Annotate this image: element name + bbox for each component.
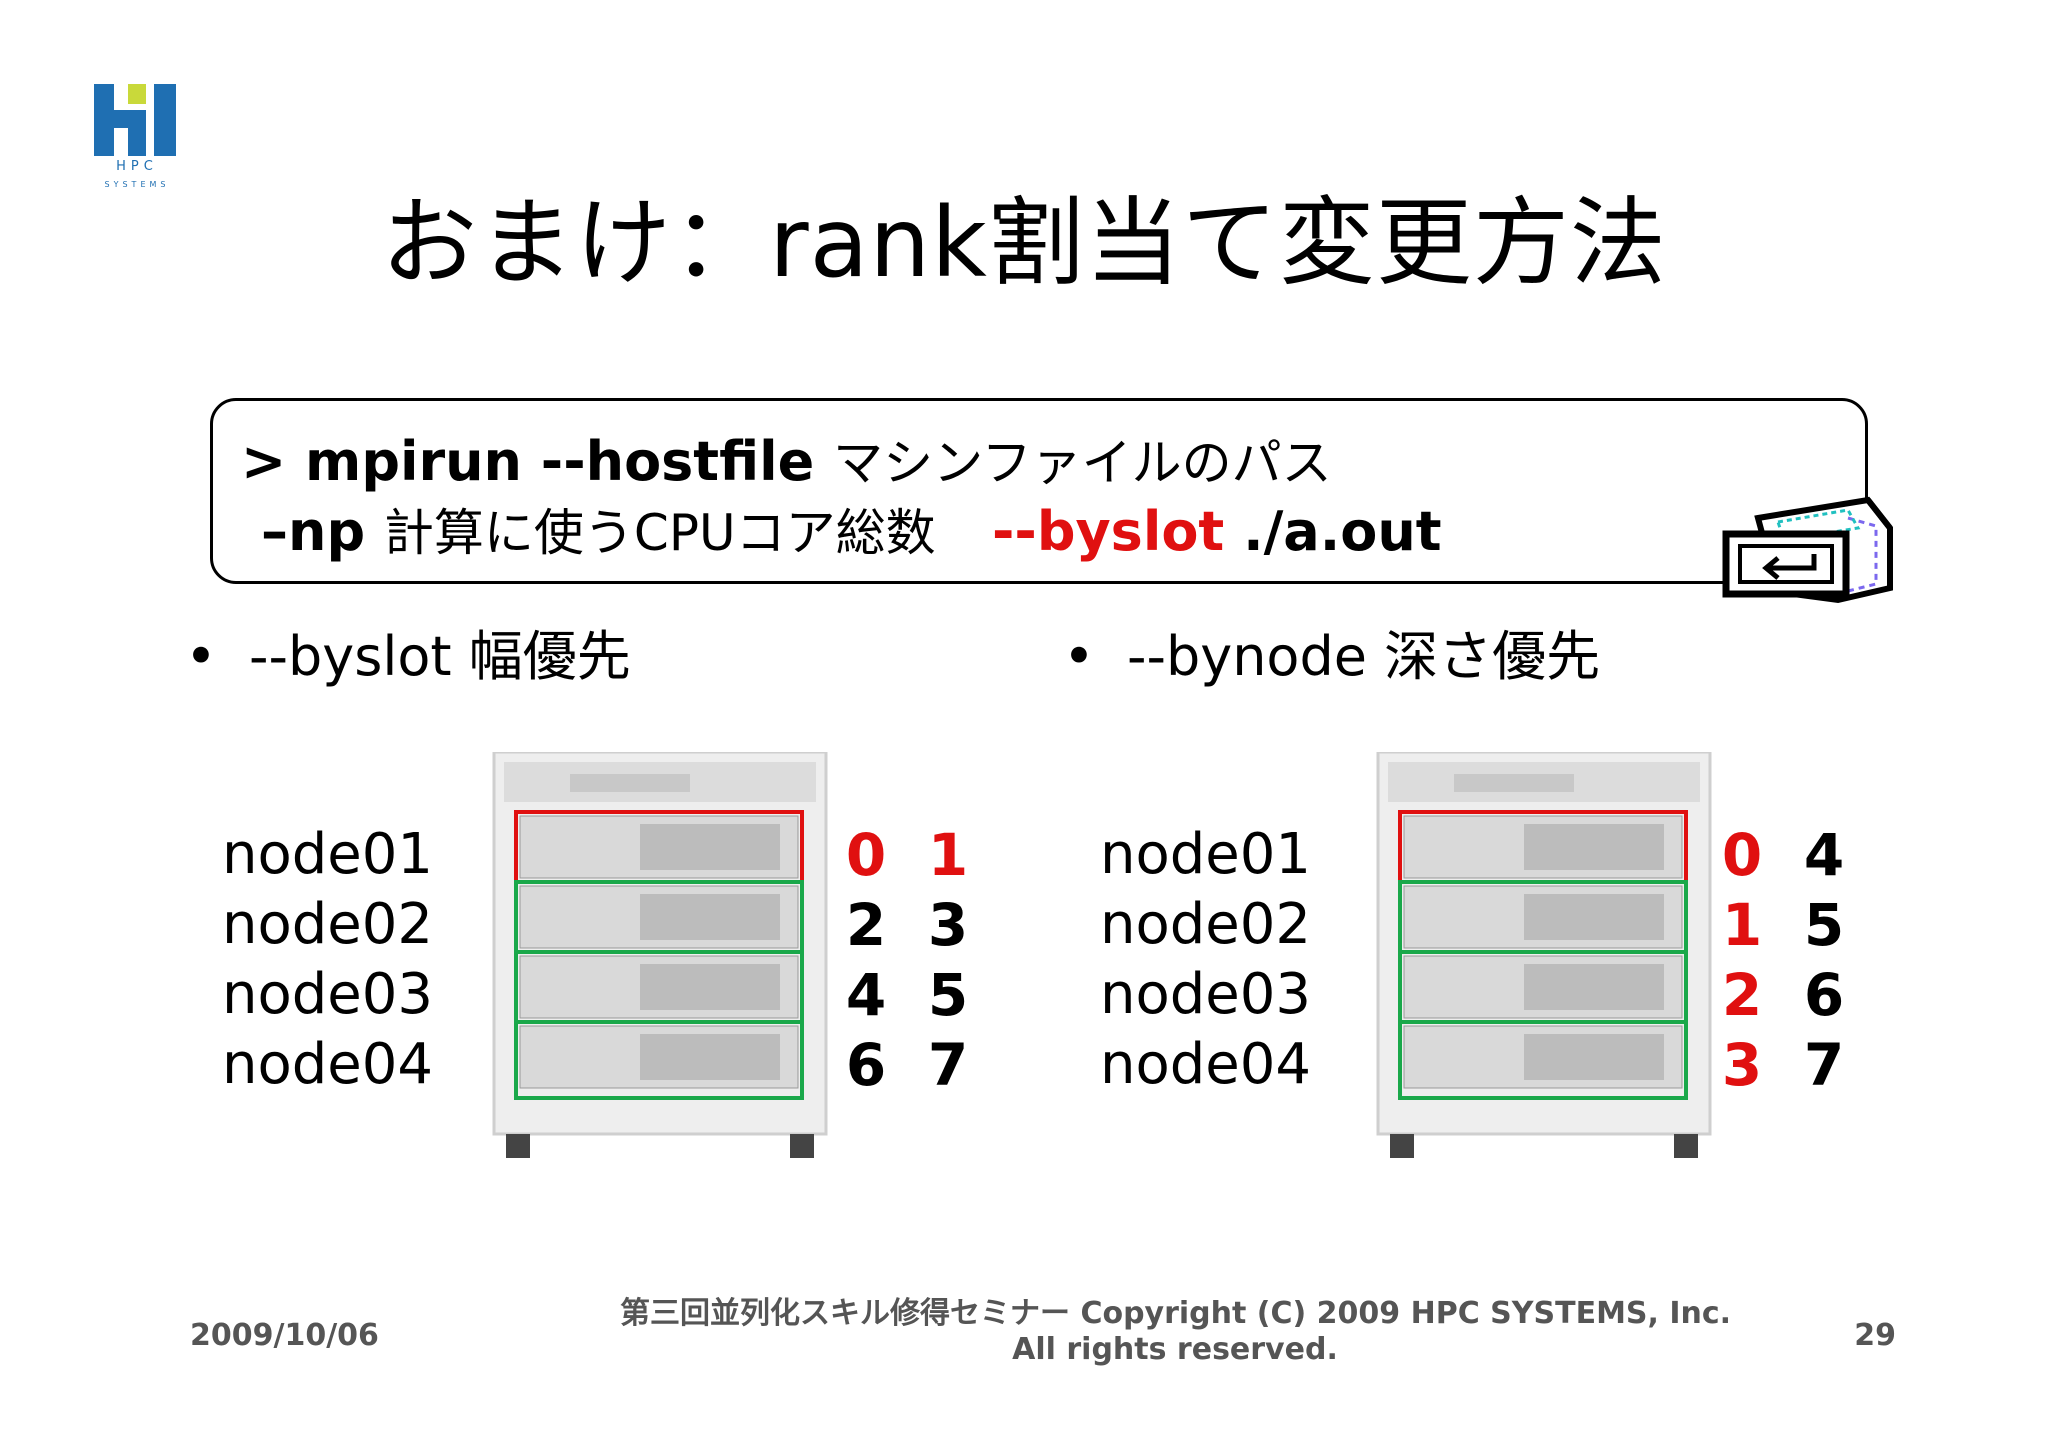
rank-number: 4 <box>1803 821 1845 889</box>
command-line-2: –np 計算に使うCPUコア総数 --byslot ./a.out <box>261 493 1442 565</box>
server-rack-image-bynode <box>1376 752 1712 1158</box>
command-byslot-flag: --byslot <box>992 500 1225 563</box>
command-np-option: –np <box>261 500 366 563</box>
page-number: 29 <box>1854 1318 1896 1353</box>
logo-subtext: SYSTEMS <box>104 180 170 189</box>
command-line-1: > mpirun --hostfile マシンファイルのパス <box>241 423 1332 495</box>
command-mpirun: > mpirun --hostfile <box>241 430 815 493</box>
byslot-node-labels: node01 node02 node03 node04 <box>222 820 433 1100</box>
page-title: おまけ：rank割当て変更方法 <box>381 187 1667 299</box>
rank-number: 5 <box>927 961 969 1029</box>
rank-number: 5 <box>1803 891 1845 959</box>
footer-copyright-line1: 第三回並列化スキル修得セミナー Copyright (C) 2009 HPC S… <box>620 1296 1732 1331</box>
node-label: node04 <box>222 1032 434 1097</box>
footer-date: 2009/10/06 <box>190 1318 379 1353</box>
node-label: node01 <box>1100 822 1312 887</box>
rank-number: 1 <box>927 821 969 889</box>
footer-copyright-line2: All rights reserved. <box>1012 1332 1338 1367</box>
rank-number: 4 <box>845 961 887 1029</box>
rank-number: 0 <box>1721 821 1763 889</box>
rank-number: 6 <box>845 1031 887 1099</box>
rank-number: 7 <box>927 1031 969 1099</box>
rank-number: 0 <box>845 821 887 889</box>
node-label: node02 <box>222 892 434 957</box>
enter-key-icon <box>1718 488 1898 608</box>
rank-number: 2 <box>1721 961 1763 1029</box>
footer-copyright: 第三回並列化スキル修得セミナー Copyright (C) 2009 HPC S… <box>620 1296 1732 1368</box>
command-hostfile-arg: マシンファイルのパス <box>833 434 1332 492</box>
command-box: > mpirun --hostfile マシンファイルのパス –np 計算に使う… <box>210 398 1868 584</box>
node-label: node03 <box>222 962 434 1027</box>
bullet-bynode: •--bynode 深さ優先 <box>1063 625 1601 688</box>
server-rack-image-byslot <box>492 752 828 1158</box>
hpc-logo: HPC SYSTEMS <box>92 82 182 192</box>
bynode-node-labels: node01 node02 node03 node04 <box>1100 820 1311 1100</box>
rank-number: 1 <box>1721 891 1763 959</box>
node-label: node03 <box>1100 962 1312 1027</box>
rank-number: 3 <box>927 891 969 959</box>
bynode-rank-grid: 0 4 1 5 2 6 3 7 <box>1712 820 1854 1100</box>
logo-text: HPC <box>116 159 158 174</box>
node-label: node01 <box>222 822 434 887</box>
rank-number: 2 <box>845 891 887 959</box>
rank-number: 7 <box>1803 1031 1845 1099</box>
node-label: node02 <box>1100 892 1312 957</box>
command-np-arg: 計算に使うCPUコア総数 <box>383 504 936 562</box>
bullet-byslot: •--byslot 幅優先 <box>185 625 631 688</box>
hpc-logo-mark-icon <box>94 84 176 156</box>
rank-number: 6 <box>1803 961 1845 1029</box>
rank-number: 3 <box>1721 1031 1763 1099</box>
node-label: node04 <box>1100 1032 1312 1097</box>
byslot-rank-grid: 0 1 2 3 4 5 6 7 <box>836 820 978 1100</box>
command-executable: ./a.out <box>1243 500 1442 563</box>
